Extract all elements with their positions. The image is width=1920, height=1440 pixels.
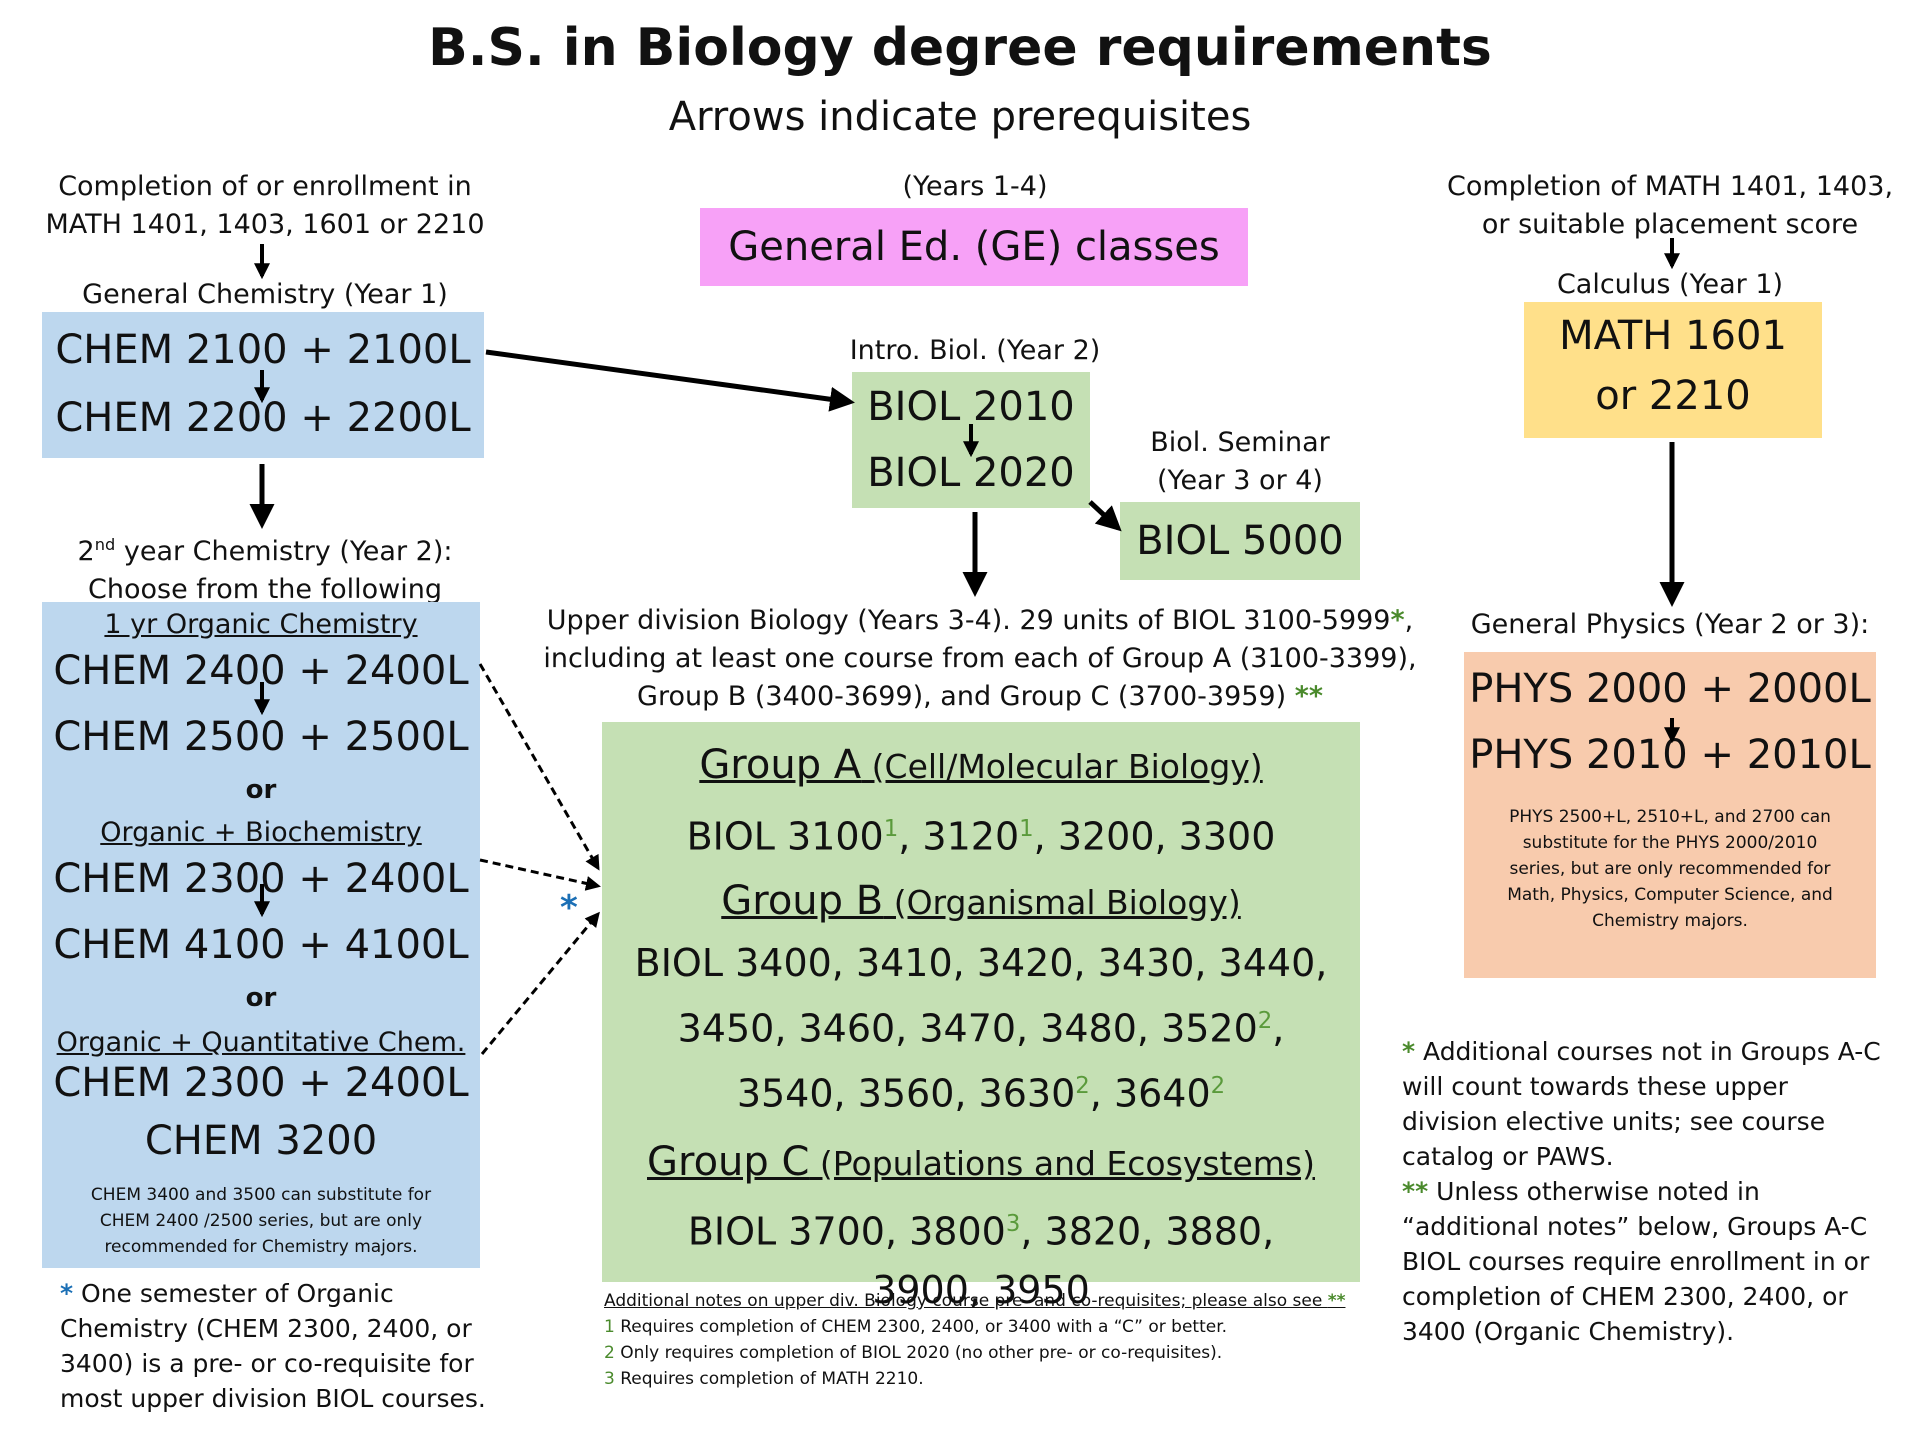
additional-notes-header: Additional notes on upper div. Biology c… [604,1291,1346,1311]
group-b-courses-line3: 3540, 3560, 36302, 36402 [736,1071,1226,1116]
group-b-courses-line1: BIOL 3400, 3410, 3420, 3430, 3440, [634,940,1328,985]
or-divider-2: or [245,983,277,1013]
course-math-1601: MATH 1601 [1559,313,1787,359]
group-b-heading: Group B (Organismal Biology) [721,877,1241,924]
course-phys-2000: PHYS 2000 + 2000L [1469,666,1871,712]
calculus-box: MATH 1601 or 2210 [1524,302,1822,438]
additional-note-1: 1 Requires completion of CHEM 2300, 2400… [604,1317,1228,1337]
course-biol-2010: BIOL 2010 [867,384,1075,430]
group-c-courses-line1: BIOL 3700, 38003, 3820, 3880, [687,1209,1275,1254]
seminar-box: BIOL 5000 [1120,502,1360,580]
option2-title: Organic + Biochemistry [100,817,422,848]
chem-prereq-text: Completion of or enrollment in MATH 1401… [45,171,485,240]
page-subtitle: Arrows indicate prerequisites [668,94,1252,140]
arrow-option1-to-groups [478,663,600,871]
arrow-chem-to-biol2010 [485,349,855,412]
course-chem-4100: CHEM 4100 + 4100L [53,922,469,968]
footnote-star: * [60,1279,74,1308]
ge-years-label: (Years 1-4) [902,171,1048,202]
or-divider-1: or [245,775,277,805]
right-note-1-line1: * Additional courses not in Groups A-C [1402,1037,1881,1066]
course-math-2210: or 2210 [1595,373,1751,419]
page-title: B.S. in Biology degree requirements [428,18,1492,78]
course-biol-2020: BIOL 2020 [867,450,1075,496]
organic-chem-footnote: * One semester of Organic Chemistry (CHE… [60,1279,486,1413]
group-a-heading: Group A (Cell/Molecular Biology) [699,742,1263,788]
right-footnotes: * Additional courses not in Groups A-C w… [1402,1034,1902,1349]
physics-label: General Physics (Year 2 or 3): [1470,609,1870,640]
chem-substitute-note: CHEM 3400 and 3500 can substitute for CH… [90,1185,432,1257]
arrow-option3-to-groups [480,911,600,1055]
additional-notes: Additional notes on upper div. Biology c… [604,1288,1384,1392]
ge-classes-box: General Ed. (GE) classes [700,208,1248,286]
additional-note-3: 3 Requires completion of MATH 2210. [604,1369,924,1389]
option3-title: Organic + Quantitative Chem. [56,1027,466,1058]
group-c-heading: Group C (Populations and Ecosystems) [647,1138,1315,1185]
right-note-2-line1: ** Unless otherwise noted in [1402,1177,1760,1206]
seminar-label: Biol. Seminar (Year 3 or 4) [1150,427,1330,496]
intro-biol-label: Intro. Biol. (Year 2) [849,335,1101,366]
arrow-option2-to-groups [479,858,601,891]
general-chem-label: General Chemistry (Year 1) [82,279,448,310]
course-chem-3200: CHEM 3200 [144,1118,378,1164]
physics-substitute-note: PHYS 2500+L, 2510+L, and 2700 can substi… [1507,807,1833,931]
arrow-biol-to-seminar [1088,500,1122,532]
math-prereq-text: Completion of MATH 1401, 1403, or suitab… [1446,171,1894,240]
calculus-label: Calculus (Year 1) [1556,269,1784,300]
group-b-courses-line2: 3450, 3460, 3470, 3480, 35202, [677,1006,1285,1051]
upper-division-groups-box: Group A (Cell/Molecular Biology) BIOL 31… [602,722,1360,1312]
physics-box: PHYS 2000 + 2000L PHYS 2010 + 2010L PHYS… [1464,652,1876,978]
option1-title: 1 yr Organic Chemistry [104,609,418,640]
group-a-courses: BIOL 31001, 31201, 3200, 3300 [686,814,1276,859]
course-chem-2300-b: CHEM 2300 + 2400L [53,1060,469,1106]
upper-division-text: Upper division Biology (Years 3-4). 29 u… [543,605,1417,712]
group-link-star: * [560,888,578,928]
group-c-courses-line2: 3900, 3950 [872,1267,1090,1312]
course-chem-2100: CHEM 2100 + 2100L [55,327,471,373]
additional-note-2: 2 Only requires completion of BIOL 2020 … [604,1343,1223,1363]
course-chem-2500: CHEM 2500 + 2500L [53,714,469,760]
second-year-chem-label: 2nd year Chemistry (Year 2): Choose from… [77,535,453,605]
